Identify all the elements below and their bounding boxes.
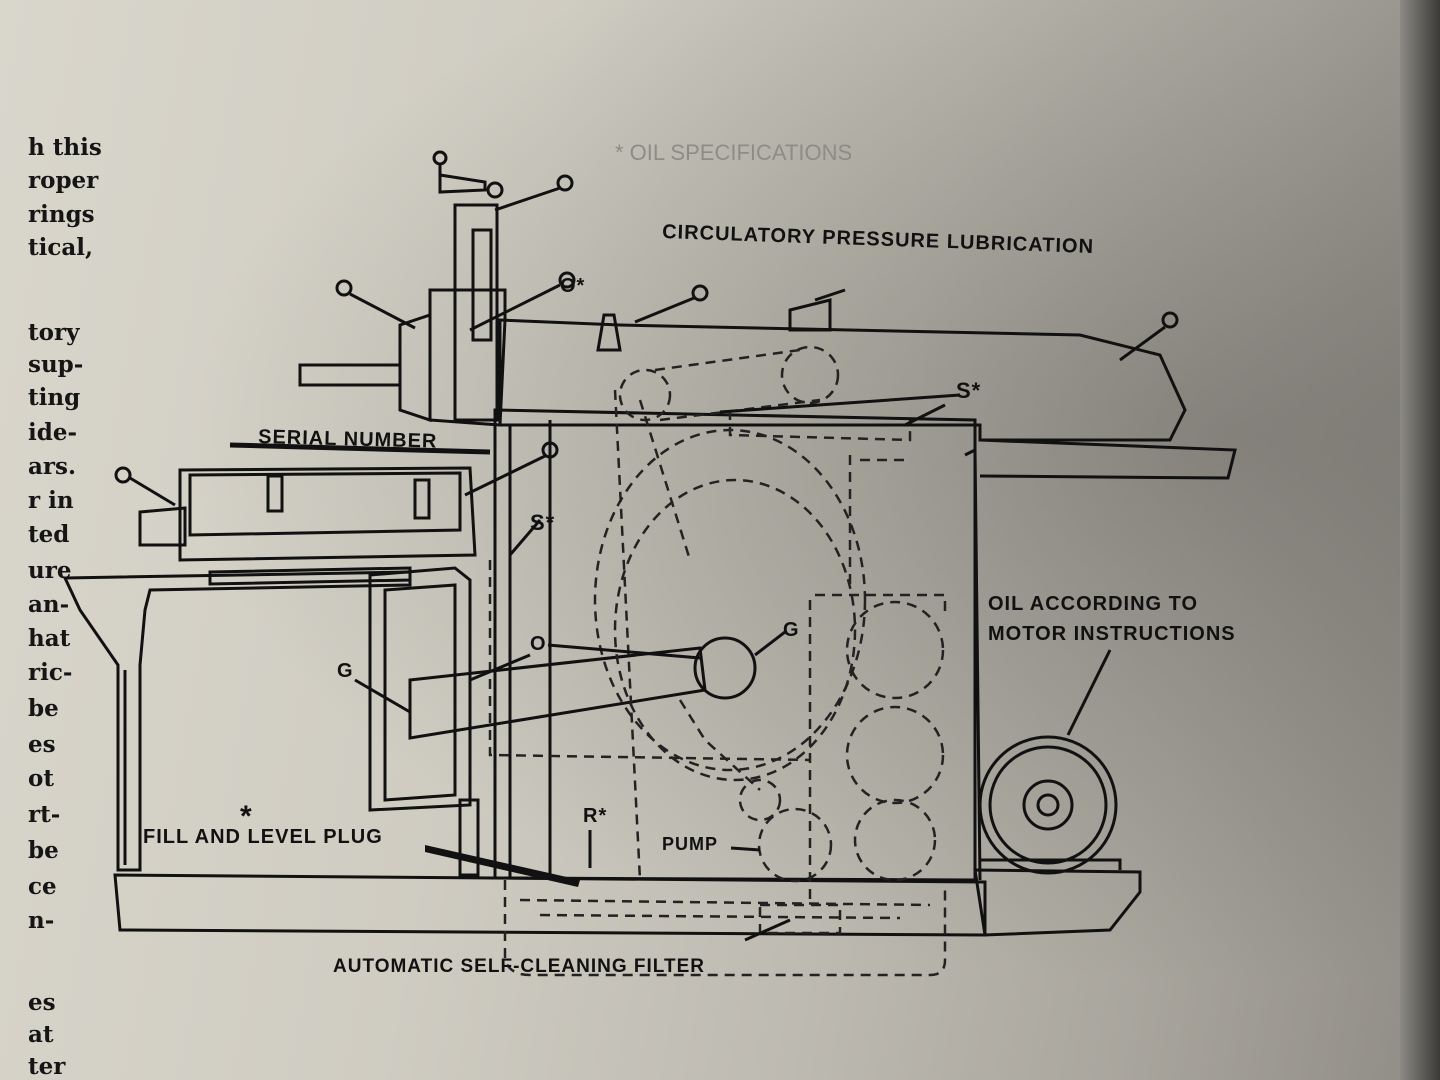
- left-column-line: tory: [28, 319, 80, 346]
- left-column-line: ted: [28, 521, 69, 548]
- shaper-machine: [62, 150, 1237, 977]
- oil-motor-label-line1: OIL ACCORDING TO: [988, 593, 1198, 615]
- left-column-text: h this roper rings tical, tory sup- ting…: [28, 134, 102, 1080]
- left-column-line: ce: [28, 873, 57, 900]
- left-column-line: be: [28, 837, 59, 864]
- faded-heading: * OIL SPECIFICATIONS: [615, 140, 852, 165]
- fill-level-label: FILL AND LEVEL PLUG: [143, 826, 383, 848]
- marker-g-left: G: [337, 660, 354, 682]
- left-column-line: hat: [28, 625, 71, 652]
- left-column-line: es: [28, 989, 56, 1016]
- marker-o: O: [530, 633, 547, 655]
- left-column-line: ter: [28, 1053, 66, 1080]
- left-column-line: tical,: [28, 234, 93, 261]
- left-column-line: ting: [28, 384, 80, 411]
- left-column-line: ars.: [28, 453, 76, 480]
- left-column-line: es: [28, 731, 56, 758]
- marker-o-star: O*: [560, 275, 585, 297]
- marker-s-star-left: S*: [530, 510, 555, 535]
- left-column-line: ot: [28, 765, 54, 792]
- oil-motor-label-line2: MOTOR INSTRUCTIONS: [988, 623, 1236, 645]
- marker-g-right: G: [783, 619, 800, 641]
- marker-r-star: R*: [583, 805, 607, 827]
- motor: [978, 735, 1122, 875]
- pump-label: PUMP: [662, 834, 718, 854]
- left-column-line: at: [28, 1021, 54, 1048]
- left-column-line: rt-: [28, 801, 60, 828]
- left-column-line: h this: [28, 134, 102, 161]
- serial-number-label: SERIAL NUMBER: [258, 426, 438, 453]
- left-column-line: an-: [28, 591, 69, 618]
- circulatory-label: CIRCULATORY PRESSURE LUBRICATION: [662, 221, 1095, 258]
- left-column-line: r in: [28, 487, 74, 514]
- left-column-line: sup-: [28, 351, 83, 378]
- page-edge: [1400, 0, 1440, 1080]
- markers: [114, 174, 1179, 942]
- fill-star: *: [240, 800, 253, 833]
- filter-label: AUTOMATIC SELF-CLEANING FILTER: [333, 956, 705, 977]
- left-column-line: ide-: [28, 419, 77, 446]
- left-column-line: be: [28, 695, 59, 722]
- left-column-line: ric-: [28, 659, 72, 686]
- left-column-line: rings: [28, 201, 95, 228]
- marker-s-star-top: S*: [956, 378, 981, 403]
- left-column-line: n-: [28, 907, 54, 934]
- left-column-line: roper: [28, 167, 99, 194]
